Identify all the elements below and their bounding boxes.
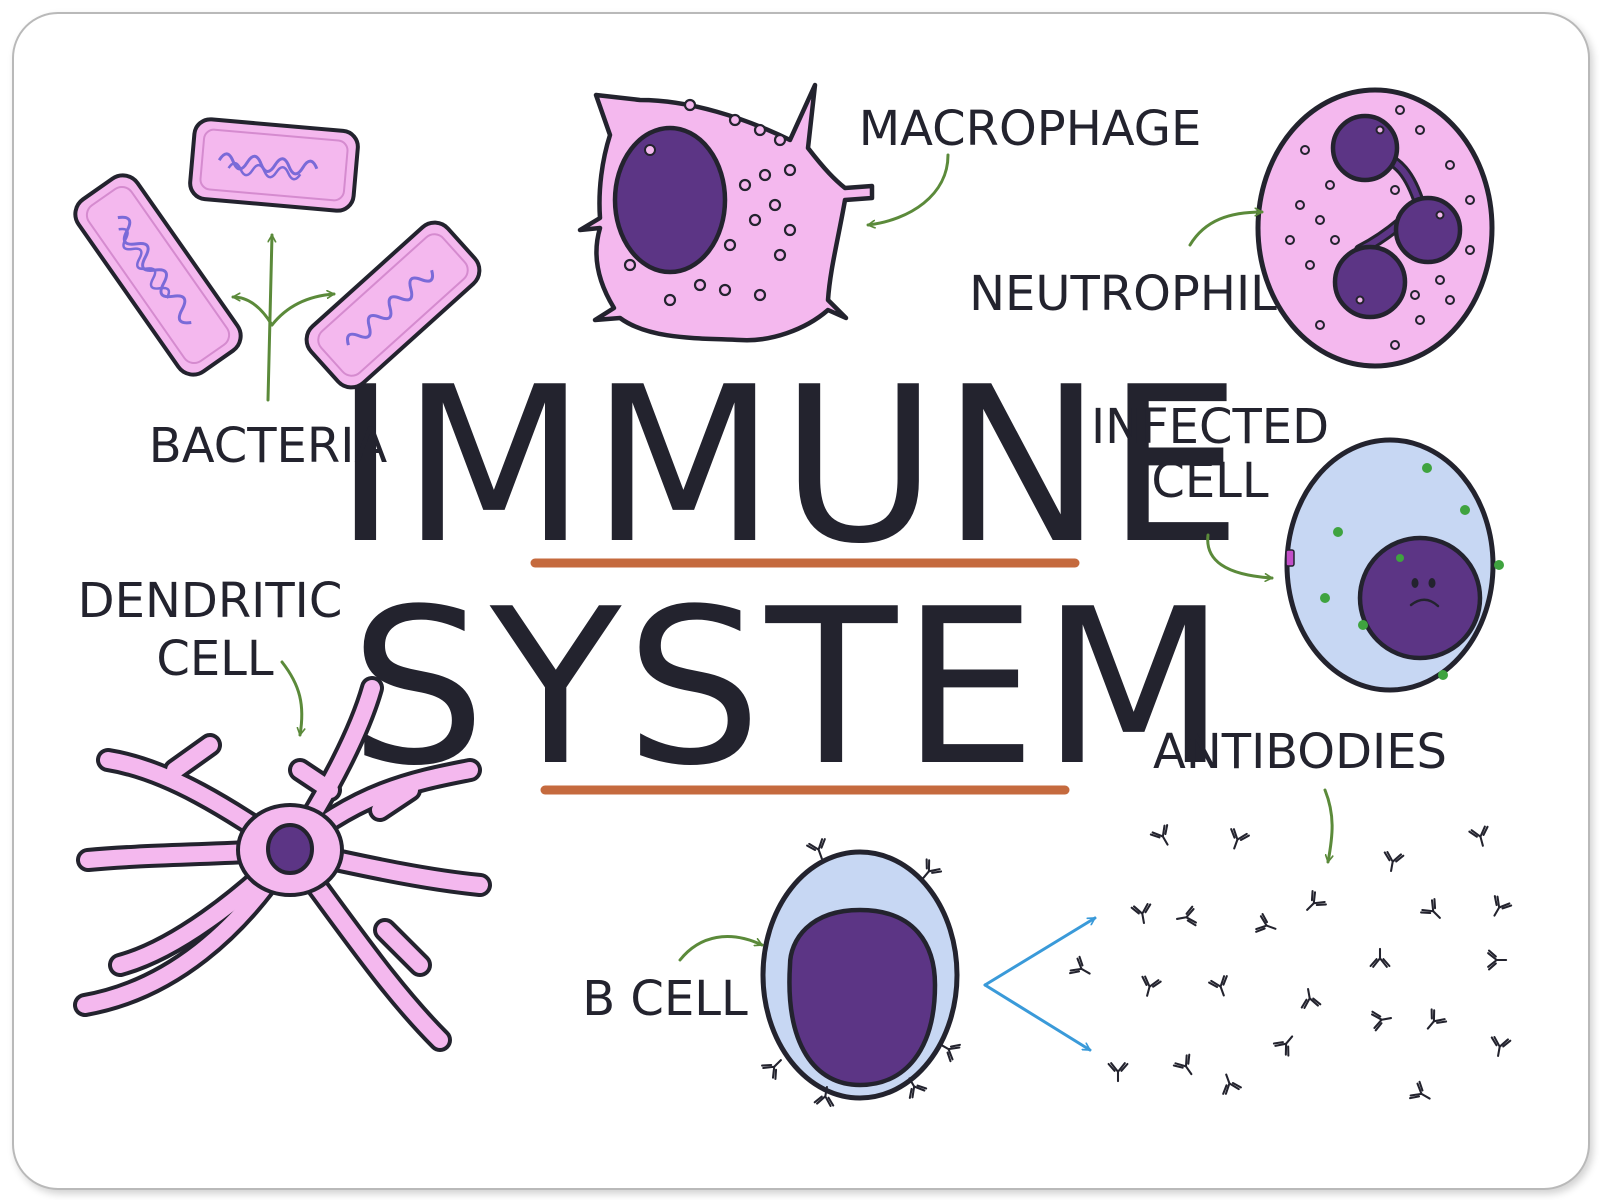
bacteria-arrow-left [231,297,274,327]
bacterium-left [73,173,243,377]
b-cell-arrow-down [983,983,1092,1052]
label-dendritic-line2: CELL [156,631,274,687]
bacterium-right [304,220,482,390]
virus-particles [1320,463,1504,680]
b-cell-arrow-up [983,916,1097,987]
macrophage-illustration: MACROPHAGE [577,82,1202,343]
dendritic-cell-arrow [280,660,302,737]
neutrophil-arrow [1188,212,1264,247]
bacterium-top [188,117,360,213]
antibody-cluster [1068,823,1513,1108]
label-bacteria: BACTERIA [149,418,388,474]
label-infected-line2: CELL [1151,453,1269,509]
infected-cell-frown [1409,598,1440,608]
neutrophil-lobe-3 [1332,244,1408,320]
bacteria-arrow-up [266,233,272,402]
infected-cell-eye-left [1411,578,1419,588]
neutrophil-illustration: NEUTROPHIL [969,87,1495,369]
title-line-system: SYSTEM [350,562,1231,813]
dendritic-cell-illustration: DENDRITIC CELL [73,573,492,1052]
dendritic-cell-nucleus [266,823,314,875]
label-macrophage: MACROPHAGE [859,101,1202,157]
neutrophil-granules [1285,105,1475,350]
label-neutrophil: NEUTROPHIL [969,266,1277,322]
neutrophil-lobe-2 [1393,195,1463,265]
antibodies-illustration: ANTIBODIES [1068,724,1513,1108]
macrophage-nucleus [612,125,728,275]
antibodies-arrow [1323,788,1332,864]
label-antibodies: ANTIBODIES [1153,724,1447,780]
label-dendritic-line1: DENDRITIC [78,573,343,629]
infected-cell-antigen [1285,549,1295,567]
label-b-cell: B CELL [582,971,748,1027]
macrophage-granules [623,98,797,307]
neutrophil-body [1255,87,1495,369]
dendritic-cell-body [73,676,492,1052]
neutrophil-lobe-1 [1330,113,1400,183]
title-group: IMMUNE SYSTEM [334,340,1246,813]
bacteria-illustration: BACTERIA [73,117,482,474]
infected-cell-illustration: INFECTED CELL [1091,399,1504,693]
infected-cell-arrow [1206,533,1274,578]
b-cell-arrow [678,935,764,962]
bacteria-arrow-right [270,294,336,327]
b-cell-nucleus [787,907,938,1088]
b-cell-illustration: B CELL [582,837,1097,1108]
title-line-immune: IMMUNE [334,340,1246,591]
label-infected-line1: INFECTED [1091,399,1329,455]
infected-cell-nucleus [1357,535,1483,661]
infected-cell-eye-right [1428,578,1436,588]
macrophage-arrow [866,153,950,225]
